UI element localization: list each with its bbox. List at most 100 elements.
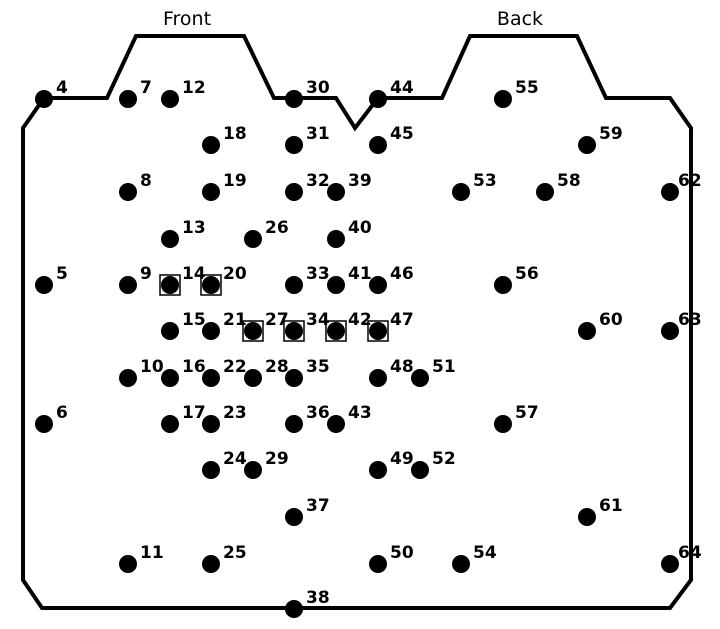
electrode-54-dot: [452, 555, 470, 573]
electrode-38-dot: [285, 600, 303, 618]
electrode-50-dot: [369, 555, 387, 573]
electrode-47-dot: [369, 322, 387, 340]
electrode-10-label: 10: [140, 357, 164, 377]
electrode-57-dot: [494, 415, 512, 433]
electrode-44-label: 44: [390, 78, 414, 98]
electrode-35-dot: [285, 369, 303, 387]
electrode-31: 31: [285, 124, 330, 154]
electrode-44-dot: [369, 90, 387, 108]
electrode-45-label: 45: [390, 124, 414, 144]
electrode-51: 51: [411, 357, 456, 387]
electrode-52: 52: [411, 449, 456, 479]
electrode-8-label: 8: [140, 171, 152, 191]
electrode-29-dot: [244, 461, 262, 479]
electrode-45-dot: [369, 136, 387, 154]
electrode-48-label: 48: [390, 357, 414, 377]
electrode-13-label: 13: [182, 218, 206, 238]
electrode-31-label: 31: [306, 124, 330, 144]
electrode-16: 16: [161, 357, 206, 387]
electrode-64: 64: [661, 543, 702, 573]
electrode-62: 62: [661, 171, 702, 201]
electrode-30-dot: [285, 90, 303, 108]
electrode-26-label: 26: [265, 218, 289, 238]
electrode-21: 21: [202, 310, 247, 340]
electrode-4: 4: [35, 78, 68, 108]
electrode-50-label: 50: [390, 543, 414, 563]
electrode-35-label: 35: [306, 357, 330, 377]
electrode-36: 36: [285, 403, 330, 433]
electrode-37-dot: [285, 508, 303, 526]
electrode-61: 61: [578, 496, 623, 526]
electrode-4-label: 4: [56, 78, 68, 98]
electrode-12-dot: [161, 90, 179, 108]
electrode-34: 34: [283, 310, 330, 342]
electrode-34-label: 34: [306, 310, 330, 330]
electrode-34-box: [283, 320, 305, 342]
electrode-24-dot: [202, 461, 220, 479]
electrode-23-label: 23: [223, 403, 247, 423]
electrode-48-dot: [369, 369, 387, 387]
electrode-42-box: [325, 320, 347, 342]
electrode-60: 60: [578, 310, 623, 340]
electrode-17-label: 17: [182, 403, 206, 423]
electrode-39: 39: [327, 171, 372, 201]
electrode-64-dot: [661, 555, 679, 573]
electrode-46: 46: [369, 264, 414, 294]
electrode-14-dot: [161, 276, 179, 294]
electrode-41-dot: [327, 276, 345, 294]
electrode-58: 58: [536, 171, 581, 201]
electrode-52-label: 52: [432, 449, 456, 469]
electrode-23: 23: [202, 403, 247, 433]
electrode-60-dot: [578, 322, 596, 340]
electrode-51-label: 51: [432, 357, 456, 377]
electrode-59-label: 59: [599, 124, 623, 144]
electrode-11: 11: [119, 543, 164, 573]
electrode-53: 53: [452, 171, 497, 201]
electrode-39-dot: [327, 183, 345, 201]
electrode-50: 50: [369, 543, 414, 573]
electrode-18-label: 18: [223, 124, 247, 144]
electrode-12-label: 12: [182, 78, 206, 98]
electrode-20-label: 20: [223, 264, 247, 284]
electrode-10: 10: [119, 357, 164, 387]
electrode-48: 48: [369, 357, 414, 387]
electrode-47-box: [367, 320, 389, 342]
electrode-60-label: 60: [599, 310, 623, 330]
electrode-14-box: [159, 274, 181, 296]
electrode-42-label: 42: [348, 310, 372, 330]
electrode-25-label: 25: [223, 543, 247, 563]
electrode-22: 22: [202, 357, 247, 387]
electrode-58-dot: [536, 183, 554, 201]
electrode-20-box: [200, 274, 222, 296]
electrode-29: 29: [244, 449, 289, 479]
electrode-27: 27: [242, 310, 289, 342]
electrode-55: 55: [494, 78, 539, 108]
electrode-8: 8: [119, 171, 152, 201]
electrode-16-label: 16: [182, 357, 206, 377]
electrode-22-label: 22: [223, 357, 247, 377]
electrode-37: 37: [285, 496, 330, 526]
electrode-18: 18: [202, 124, 247, 154]
electrode-24-label: 24: [223, 449, 247, 469]
electrode-59-dot: [578, 136, 596, 154]
electrode-55-dot: [494, 90, 512, 108]
electrode-7-label: 7: [140, 78, 152, 98]
electrode-57-label: 57: [515, 403, 539, 423]
electrode-14-label: 14: [182, 264, 206, 284]
electrode-49: 49: [369, 449, 414, 479]
back-heading: Back: [497, 8, 543, 30]
electrode-22-dot: [202, 369, 220, 387]
electrode-55-label: 55: [515, 78, 539, 98]
electrode-5-dot: [35, 276, 53, 294]
electrode-42: 42: [325, 310, 372, 342]
electrode-53-dot: [452, 183, 470, 201]
electrode-27-box: [242, 320, 264, 342]
electrode-45: 45: [369, 124, 414, 154]
front-heading: Front: [163, 8, 211, 30]
electrode-30-label: 30: [306, 78, 330, 98]
electrode-11-label: 11: [140, 543, 164, 563]
electrode-33-label: 33: [306, 264, 330, 284]
electrode-17: 17: [161, 403, 206, 433]
electrode-5: 5: [35, 264, 68, 294]
electrode-6-label: 6: [56, 403, 68, 423]
